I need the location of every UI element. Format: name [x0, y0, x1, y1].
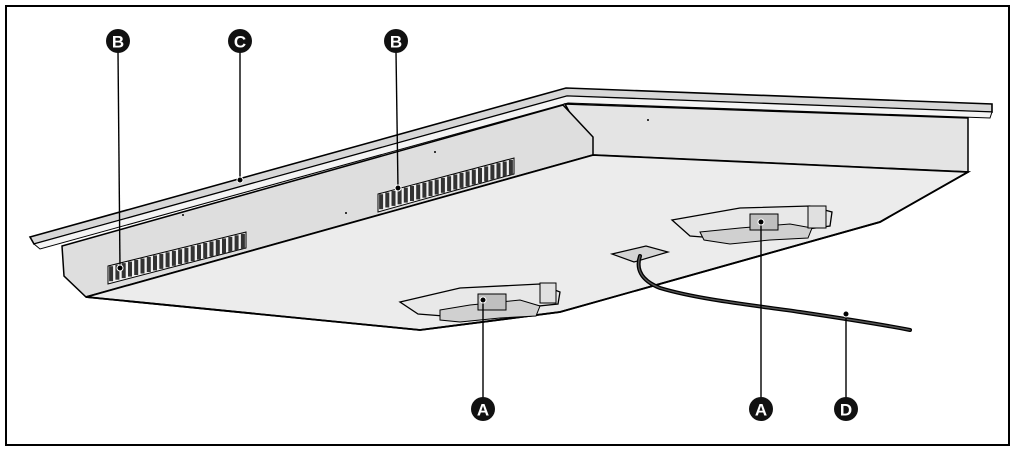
vent-slot: [197, 244, 201, 260]
vent-slot: [410, 186, 414, 201]
vent-slot: [140, 258, 145, 274]
vent-slot: [434, 179, 439, 195]
vent-slot: [121, 263, 126, 279]
vent-grille-left: [107, 231, 247, 285]
vent-slot: [128, 261, 132, 277]
callout-b-mid: B: [384, 29, 408, 53]
vent-slot: [190, 246, 195, 262]
callout-b-mid-label: B: [390, 33, 402, 52]
callout-d: D: [834, 397, 858, 421]
vent-slot: [459, 172, 464, 188]
glass-top-plate: [28, 87, 993, 250]
leader-lines: [117, 51, 847, 400]
callout-a-left-label: A: [477, 401, 489, 420]
cable-entry-plate: [609, 245, 671, 263]
vent-slot: [428, 181, 433, 197]
callout-a-right: A: [749, 397, 773, 421]
vent-slot: [184, 247, 189, 263]
vent-slot: [146, 257, 151, 272]
surface-marks: [182, 119, 649, 216]
mounting-bracket-right: [670, 205, 833, 245]
vent-slot: [397, 189, 402, 205]
vent-slot: [153, 255, 157, 271]
vent-slot: [159, 253, 164, 269]
vent-slot: [240, 233, 245, 249]
callout-a-left: A: [471, 397, 495, 421]
vent-slot: [109, 266, 114, 282]
vent-slot: [134, 260, 139, 275]
vent-slot: [465, 171, 470, 187]
vent-slot: [215, 240, 220, 255]
vent-slot: [447, 176, 452, 192]
vent-slot: [165, 252, 170, 268]
vent-slot: [478, 168, 482, 183]
vent-slot: [115, 264, 120, 280]
vent-slot: [228, 236, 233, 252]
vent-slot: [222, 238, 226, 254]
vent-slot: [508, 159, 513, 175]
vent-slot: [484, 166, 489, 182]
vent-slot: [490, 164, 495, 180]
vent-slot: [440, 177, 445, 193]
vent-slot: [391, 190, 396, 206]
vent-slot: [171, 250, 176, 266]
housing-front-edge: [85, 171, 969, 331]
callout-d-label: D: [840, 401, 852, 420]
vent-slot: [471, 169, 476, 185]
vent-slot: [496, 163, 501, 179]
callout-b-left: B: [106, 29, 130, 53]
vent-slot: [178, 249, 183, 265]
vent-slot: [234, 235, 239, 251]
callout-b-left-label: B: [112, 33, 124, 52]
vent-grille-mid: [377, 157, 515, 213]
vent-slot: [379, 194, 384, 210]
vent-slot: [385, 192, 390, 208]
vent-slot: [416, 184, 421, 200]
vent-slot: [502, 161, 507, 177]
callout-c-label: C: [234, 33, 246, 52]
vent-slot: [203, 243, 208, 258]
callout-a-right-label: A: [755, 401, 767, 420]
leader-dots: [116, 176, 850, 318]
vent-slot: [453, 174, 458, 190]
vent-slot: [403, 187, 408, 203]
vent-slot: [422, 182, 427, 198]
callout-c: C: [228, 29, 252, 53]
vent-slot: [209, 241, 214, 257]
